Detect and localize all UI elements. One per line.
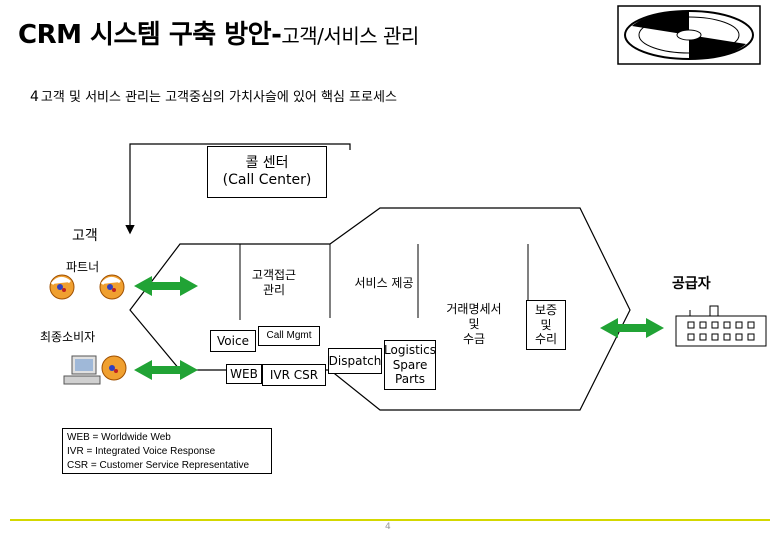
dispatch-box: Dispatch	[328, 348, 382, 374]
service-delivery-label: 서비스 제공	[354, 276, 414, 290]
ivr-csr-box: IVR CSR	[262, 364, 326, 386]
supplier-arrow	[600, 318, 664, 338]
abbreviation-legend: WEB = Worldwide Web IVR = Integrated Voi…	[62, 428, 272, 474]
end-consumer-label: 최종소비자	[40, 330, 96, 344]
consumer-person-icon	[101, 355, 127, 381]
consumer-arrow	[134, 360, 198, 380]
supplier-label: 공급자	[672, 276, 711, 292]
voice-box: Voice	[210, 330, 256, 352]
title-sub: 고객/서비스 관리	[281, 24, 419, 48]
call-center-box: 콜 센터 (Call Center)	[207, 146, 327, 198]
legend-line-1: WEB = Worldwide Web	[67, 432, 171, 443]
title-main: CRM 시스템 구축 방안-	[18, 20, 282, 50]
bullet-mark: 4	[30, 89, 39, 105]
page-number: 4	[385, 522, 391, 532]
billing-label: 거래명세서 및 수금	[446, 302, 502, 346]
call-center-loop-arrow	[125, 143, 351, 235]
customer-label: 고객	[72, 228, 98, 244]
partner-label: 파트너	[66, 260, 100, 274]
computer-icon	[63, 355, 101, 385]
warranty-box: 보증 및 수리	[526, 300, 566, 350]
customer-access-label: 고객접근 관리	[251, 268, 297, 297]
bullet-text: 고객 및 서비스 관리는 고객중심의 가치사슬에 있어 핵심 프로세스	[40, 90, 397, 105]
web-box: WEB	[226, 364, 262, 384]
partner-person-icon-2	[99, 274, 125, 300]
factory-icon	[675, 305, 767, 347]
legend-line-3: CSR = Customer Service Representative	[67, 460, 250, 471]
call-mgmt-box: Call Mgmt	[258, 326, 320, 346]
page-title: CRM 시스템 구축 방안-고객/서비스 관리	[18, 14, 419, 51]
logistics-box: Logistics Spare Parts	[384, 340, 436, 390]
legend-line-2: IVR = Integrated Voice Response	[67, 446, 216, 457]
value-chain-chevron	[129, 207, 631, 411]
partner-person-icon-1	[49, 274, 75, 300]
partner-arrow	[134, 276, 198, 296]
